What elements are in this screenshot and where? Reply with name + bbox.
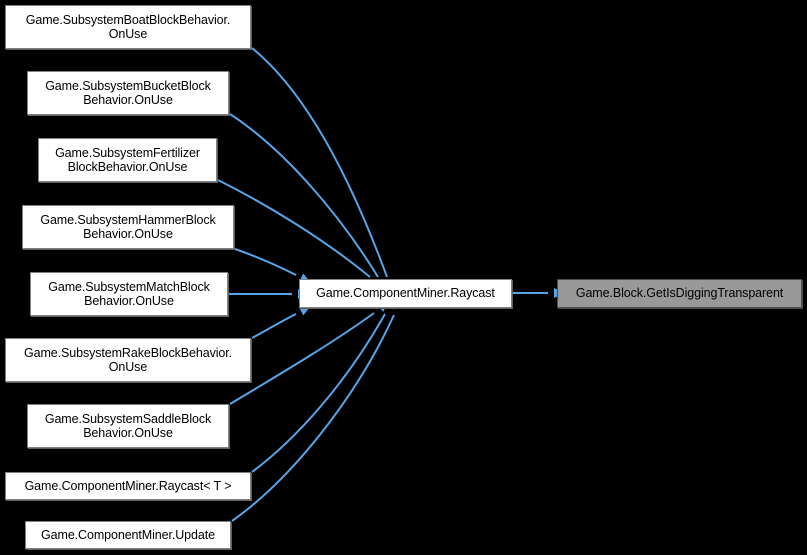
graph-node-bucket[interactable]: Game.SubsystemBucketBlock Behavior.OnUse xyxy=(27,71,229,115)
graph-node-getisdiggingtransparent[interactable]: Game.Block.GetIsDiggingTransparent xyxy=(557,279,802,308)
graph-node-label: Game.SubsystemHammerBlock Behavior.OnUse xyxy=(40,212,216,242)
graph-node-rake[interactable]: Game.SubsystemRakeBlockBehavior. OnUse xyxy=(5,338,251,382)
graph-node-label: Game.ComponentMiner.Raycast< T > xyxy=(24,478,232,493)
graph-node-update[interactable]: Game.ComponentMiner.Update xyxy=(25,521,231,549)
graph-node-label: Game.ComponentMiner.Update xyxy=(41,527,215,542)
graph-node-label: Game.SubsystemFertilizer BlockBehavior.O… xyxy=(55,145,200,175)
graph-node-raycast[interactable]: Game.ComponentMiner.Raycast xyxy=(299,279,512,308)
graph-node-boat[interactable]: Game.SubsystemBoatBlockBehavior. OnUse xyxy=(5,5,251,49)
graph-node-raycastT[interactable]: Game.ComponentMiner.Raycast< T > xyxy=(5,472,251,500)
graph-node-hammer[interactable]: Game.SubsystemHammerBlock Behavior.OnUse xyxy=(22,205,234,249)
edge-raycastT-to-raycast xyxy=(251,313,386,473)
graph-node-fertilizer[interactable]: Game.SubsystemFertilizer BlockBehavior.O… xyxy=(38,138,217,182)
graph-node-label: Game.SubsystemBoatBlockBehavior. OnUse xyxy=(25,12,231,42)
edge-fertilizer-to-raycast xyxy=(217,179,371,278)
graph-node-label: Game.Block.GetIsDiggingTransparent xyxy=(575,286,784,301)
edge-update-to-raycast xyxy=(231,314,395,522)
graph-node-label: Game.ComponentMiner.Raycast xyxy=(316,286,495,301)
graph-node-label: Game.SubsystemBucketBlock Behavior.OnUse xyxy=(45,78,211,108)
graph-node-label: Game.SubsystemSaddleBlock Behavior.OnUse xyxy=(44,411,212,441)
graph-node-label: Game.SubsystemRakeBlockBehavior. OnUse xyxy=(23,345,232,375)
edge-rake-to-raycast xyxy=(251,313,297,339)
edge-bucket-to-raycast xyxy=(229,113,379,278)
graph-node-match[interactable]: Game.SubsystemMatchBlock Behavior.OnUse xyxy=(30,272,228,316)
edge-boat-to-raycast xyxy=(251,47,388,278)
graph-node-saddle[interactable]: Game.SubsystemSaddleBlock Behavior.OnUse xyxy=(27,404,229,448)
graph-node-label: Game.SubsystemMatchBlock Behavior.OnUse xyxy=(48,279,210,309)
edge-hammer-to-raycast xyxy=(234,248,297,276)
edge-saddle-to-raycast xyxy=(229,312,375,405)
